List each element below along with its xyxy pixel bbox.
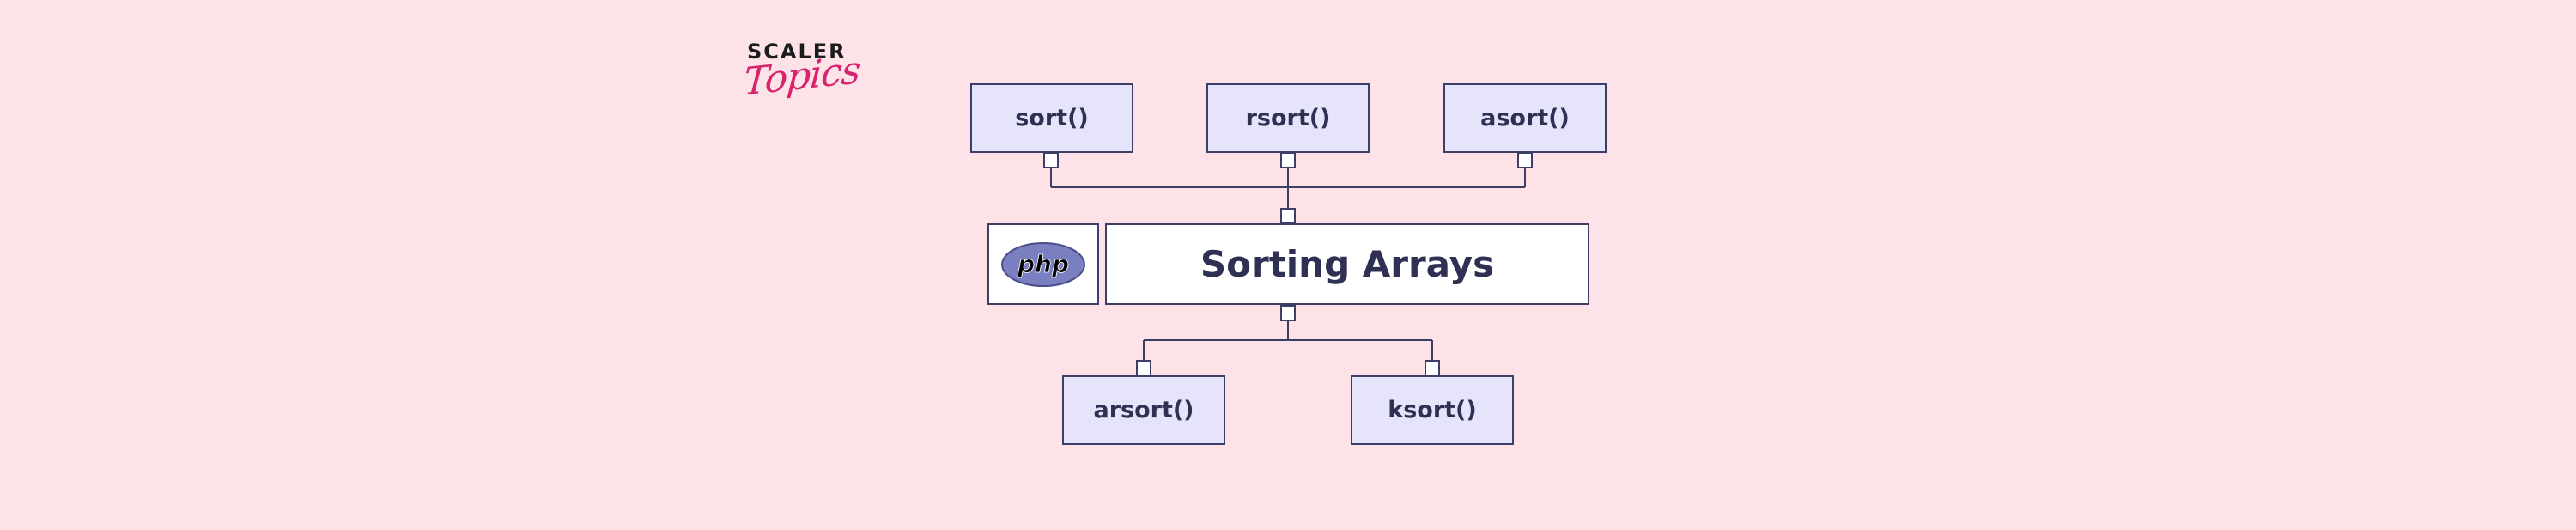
sorting-arrays-node: Sorting Arrays	[1105, 223, 1589, 305]
node-ksort: ksort()	[1351, 375, 1514, 445]
node-arsort-label: arsort()	[1093, 397, 1194, 423]
logo-scaler-text: SCALER	[747, 40, 847, 64]
node-asort-label: asort()	[1480, 105, 1570, 131]
node-sort-label: sort()	[1015, 105, 1089, 131]
php-logo-text: php	[1017, 250, 1069, 278]
php-logo-box: php	[987, 223, 1099, 305]
php-logo-icon: php	[1001, 241, 1085, 287]
connector-port	[1136, 360, 1151, 376]
connector-port	[1280, 305, 1296, 321]
connector-port	[1043, 152, 1059, 168]
connector-port	[1425, 360, 1440, 376]
node-arsort: arsort()	[1062, 375, 1225, 445]
node-sort: sort()	[970, 83, 1133, 153]
node-asort: asort()	[1443, 83, 1607, 153]
node-rsort: rsort()	[1206, 83, 1370, 153]
connector-port	[1280, 152, 1296, 168]
scaler-topics-logo: SCALER Topics	[742, 40, 861, 125]
connector-port	[1280, 208, 1296, 224]
sorting-arrays-title: Sorting Arrays	[1200, 243, 1495, 285]
node-rsort-label: rsort()	[1245, 105, 1331, 131]
connector-port	[1517, 152, 1533, 168]
node-ksort-label: ksort()	[1388, 397, 1477, 423]
